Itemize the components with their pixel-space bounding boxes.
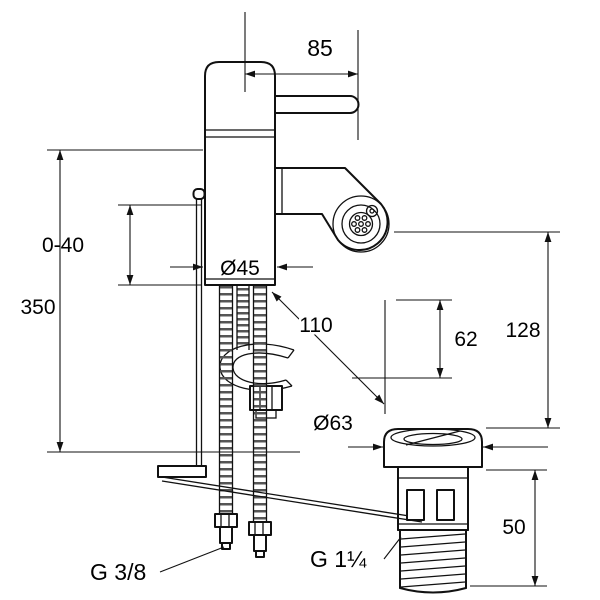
waste-slot xyxy=(406,489,425,521)
dimension-outlet-to-waste: 128 xyxy=(394,231,560,429)
thread-label-g38: G 3/8 xyxy=(90,559,146,585)
dim-label-d45: Ø45 xyxy=(220,257,260,280)
faucet xyxy=(157,61,423,558)
waste-flange xyxy=(383,428,483,468)
spout xyxy=(274,167,390,253)
dim-label-350: 350 xyxy=(20,296,55,319)
dimension-outlet-height: 62 xyxy=(352,299,480,379)
waste-body xyxy=(397,466,469,531)
dimension-mounting-thickness: 0-40 xyxy=(39,204,202,286)
dimension-spout-projection: 110 xyxy=(271,291,386,414)
dim-label-d63: Ø63 xyxy=(313,412,353,435)
mounting-stud xyxy=(236,285,250,350)
waste-slot xyxy=(436,489,455,521)
aerator-detail-ring xyxy=(365,204,379,218)
dimension-waste-height: 50 xyxy=(470,469,547,587)
pop-up-rod xyxy=(192,188,206,470)
dim-label-128: 128 xyxy=(505,319,540,342)
waste-thread xyxy=(397,529,469,594)
dimension-hose-length: 350 xyxy=(18,149,300,453)
faucet-body xyxy=(204,61,276,286)
dim-label-110: 110 xyxy=(299,314,332,337)
aerator xyxy=(332,195,390,253)
thread-label-g114: G 1¼ xyxy=(310,546,367,572)
dim-label-85: 85 xyxy=(307,35,333,61)
lever-handle xyxy=(267,95,360,114)
dimension-waste-diameter: Ø63 xyxy=(311,410,548,451)
dim-label-50: 50 xyxy=(502,516,525,539)
pop-up-knob xyxy=(192,188,206,200)
dim-label-62: 62 xyxy=(454,328,477,351)
dimension-handle-length: 85 xyxy=(244,12,359,140)
waste-assembly xyxy=(383,428,483,594)
dim-label-0-40: 0-40 xyxy=(42,234,84,257)
hose-connector-right xyxy=(248,521,272,558)
hose-connector-left xyxy=(214,513,238,550)
dimension-body-diameter: Ø45 xyxy=(170,255,313,283)
label-waste-thread: G 1¼ xyxy=(308,536,402,575)
supply-hoses xyxy=(214,286,272,558)
pop-up-linkage xyxy=(157,465,423,523)
label-supply-thread: G 3/8 xyxy=(88,546,225,588)
